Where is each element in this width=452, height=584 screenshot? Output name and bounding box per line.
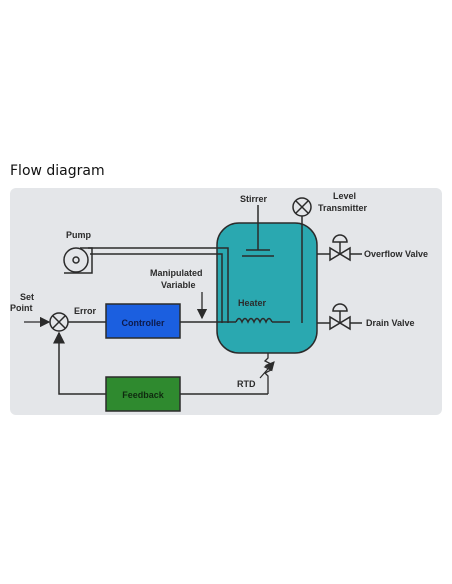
diagram-panel: Stirrer Level Transmitter Pump: [10, 188, 442, 415]
controller-block: [105, 303, 181, 339]
manipulated-variable-label-2: Variable: [161, 280, 196, 290]
stirrer-label: Stirrer: [240, 194, 268, 204]
drain-valve-icon: [317, 303, 362, 331]
error-label: Error: [74, 306, 97, 316]
flow-diagram: Stirrer Level Transmitter Pump: [10, 191, 428, 412]
stirrer-icon: [242, 205, 274, 257]
rtd-label: RTD: [237, 379, 256, 389]
rtd-sensor-icon: [263, 353, 273, 394]
heater-label: Heater: [238, 298, 267, 308]
page-title: Flow diagram: [10, 163, 105, 179]
set-point-label-1: Set: [20, 292, 34, 302]
manipulated-variable-label-1: Manipulated: [150, 268, 203, 278]
level-transmitter-label-2: Transmitter: [318, 203, 368, 213]
pump-pipe: [88, 247, 229, 323]
controller-label: Controller: [121, 318, 164, 328]
level-transmitter-label-1: Level: [333, 191, 356, 201]
rtd-sensor-arrow: [259, 361, 275, 379]
feedback-label: Feedback: [122, 390, 165, 400]
overflow-valve-label: Overflow Valve: [364, 249, 428, 259]
level-transmitter-icon: [292, 197, 312, 323]
drain-valve-label: Drain Valve: [366, 318, 415, 328]
pump-icon: [63, 247, 93, 274]
summing-junction-icon: [49, 312, 69, 332]
pump-label: Pump: [66, 230, 92, 240]
set-point-label-2: Point: [10, 303, 33, 313]
overflow-valve-icon: [317, 234, 362, 262]
feedback-return-line: [53, 331, 106, 395]
feedback-block: [105, 376, 181, 412]
heater-coil-icon: [235, 317, 273, 324]
